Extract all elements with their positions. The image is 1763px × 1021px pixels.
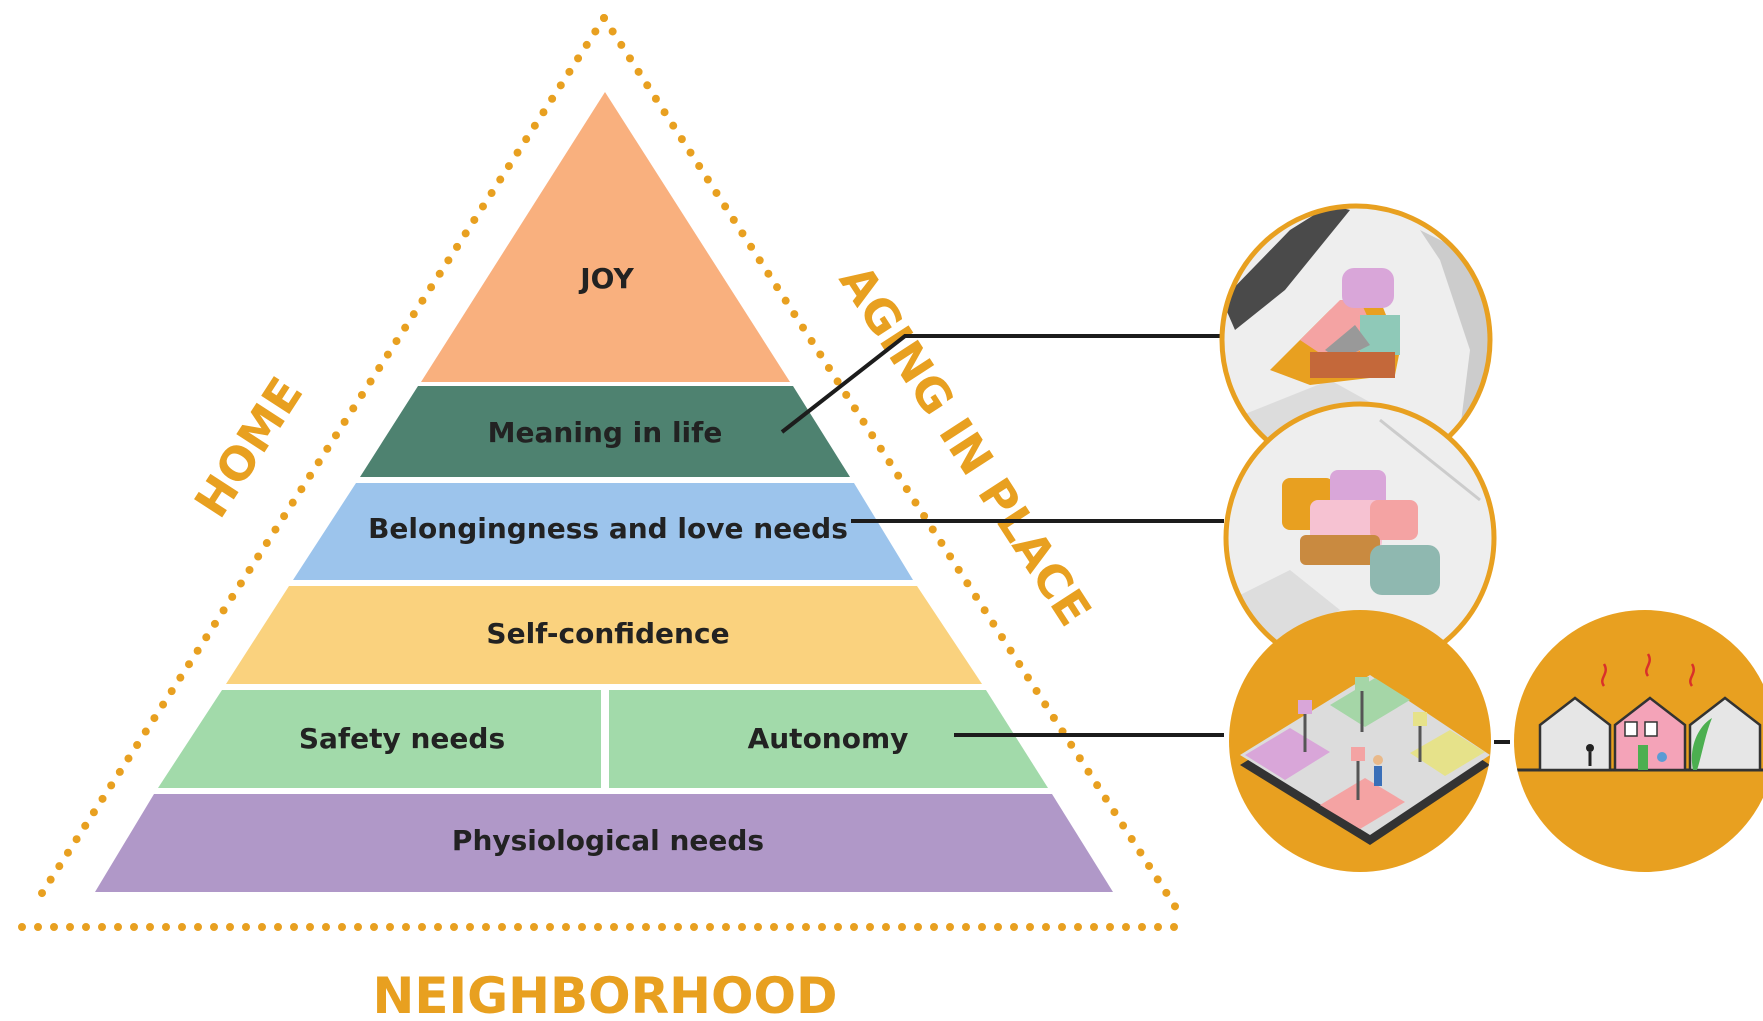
belonging-label: Belongingness and love needs bbox=[368, 512, 848, 545]
joy-label: JOY bbox=[578, 262, 634, 295]
building-block-illustration bbox=[1223, 401, 1497, 675]
meaning-level bbox=[360, 386, 850, 477]
autonomy-label: Autonomy bbox=[748, 722, 909, 755]
dotted-outer-triangle bbox=[18, 14, 1189, 931]
houses-illustration bbox=[1514, 610, 1763, 872]
self-confidence-label: Self-confidence bbox=[486, 617, 729, 650]
neighborhood-label: NEIGHBORHOOD bbox=[373, 967, 838, 1021]
physiological-label: Physiological needs bbox=[452, 824, 764, 857]
belonging-level bbox=[293, 483, 913, 580]
meaning-label: Meaning in life bbox=[488, 416, 723, 449]
meaning-connector-line bbox=[780, 334, 1220, 434]
physiological-level bbox=[95, 794, 1113, 892]
connector-lines bbox=[780, 334, 1510, 744]
safety-label: Safety needs bbox=[299, 722, 505, 755]
safety-level bbox=[158, 690, 601, 788]
neighborhood-plaza-illustration bbox=[1229, 610, 1491, 872]
self-confidence-level bbox=[226, 586, 982, 684]
joy-level bbox=[421, 92, 790, 382]
autonomy-level bbox=[609, 690, 1048, 788]
